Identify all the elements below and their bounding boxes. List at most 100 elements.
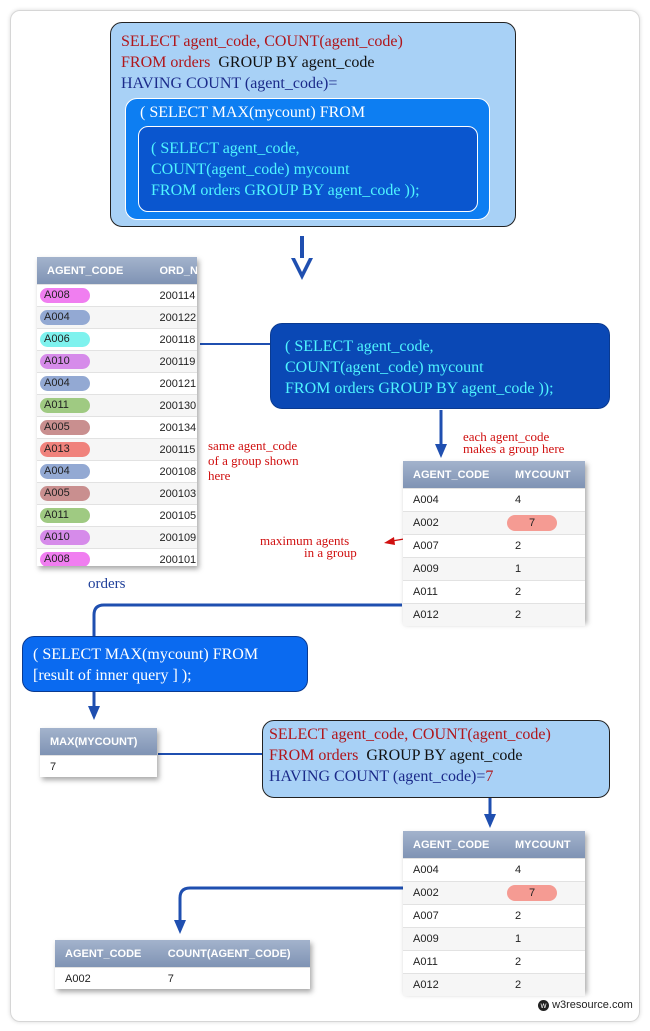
agent-code-pill: A013 xyxy=(40,442,90,457)
mycount-cell: 2 xyxy=(505,973,585,996)
max-table-wrap: MAX(MYCOUNT) 7 xyxy=(40,728,157,778)
agent-code-cell: A011 xyxy=(37,504,150,527)
having-clause: HAVING COUNT (agent_code)= xyxy=(121,75,338,92)
footer-brand: w w3resource.com xyxy=(538,999,633,1011)
table-row: A011 200130 xyxy=(37,394,197,417)
agent-code-cell: A002 xyxy=(403,511,505,535)
down-arrow-icon xyxy=(435,410,447,458)
ord-num-cell: 200118 xyxy=(149,328,197,351)
result-agent-code: A002 xyxy=(55,967,158,990)
inner-line-1: ( SELECT agent_code, xyxy=(151,140,300,157)
diagram-frame xyxy=(10,10,640,1022)
mycount-cell: 2 xyxy=(505,950,585,974)
inner-line-3: FROM orders GROUP BY agent_code )); xyxy=(151,182,420,199)
mycount-cell: 2 xyxy=(505,603,585,626)
agent-code-pill: A011 xyxy=(40,508,90,523)
col-agent-code: AGENT_CODE xyxy=(55,940,158,968)
mycount-cell: 2 xyxy=(505,580,585,604)
col-mycount: MYCOUNT xyxy=(505,461,585,489)
mycount-cell: 1 xyxy=(505,557,585,581)
result-table-wrap: AGENT_CODE COUNT(AGENT_CODE) A002 7 xyxy=(55,940,310,990)
note-max-1: maximum agents xyxy=(260,533,350,548)
ord-num-cell: 200108 xyxy=(149,460,197,483)
result-count: 7 xyxy=(157,967,310,990)
agent-code-pill: A005 xyxy=(40,486,90,501)
mycount-cell: 2 xyxy=(505,904,585,928)
agent-code-cell: A006 xyxy=(37,328,150,351)
agent-code-cell: A002 xyxy=(403,881,505,905)
max-query-line-2: [result of inner query ] ); xyxy=(33,667,192,684)
from-orders: FROM orders xyxy=(121,54,211,71)
down-arrow-icon xyxy=(88,692,100,720)
table-row: A004 200121 xyxy=(37,372,197,395)
agent-code-cell: A004 xyxy=(37,306,150,329)
max-query-box: ( SELECT MAX(mycount) FROM [result of in… xyxy=(22,636,308,692)
connector-line xyxy=(178,886,404,924)
group-by: GROUP BY agent_code xyxy=(366,747,523,764)
down-arrow-icon xyxy=(174,920,186,934)
ord-num-cell: 200115 xyxy=(149,438,197,461)
col-mycount: MYCOUNT xyxy=(505,831,585,859)
col-agent-code: AGENT_CODE xyxy=(403,831,505,859)
note-max-2: in a group xyxy=(304,545,357,560)
agent-code-pill: A004 xyxy=(40,464,90,479)
ord-num-cell: 200130 xyxy=(149,394,197,417)
agent-code-cell: A013 xyxy=(37,438,150,461)
agent-code-cell: A004 xyxy=(37,372,150,395)
agent-code-cell: A008 xyxy=(37,548,150,566)
agent-code-pill: A006 xyxy=(40,332,90,347)
agent-code-cell: A009 xyxy=(403,927,505,951)
ord-num-cell: 200134 xyxy=(149,416,197,439)
max-value-cell: 7 xyxy=(40,755,157,778)
note-same-1: same agent_code xyxy=(208,438,298,453)
note-same-3: here xyxy=(208,468,231,483)
col-max-mycount: MAX(MYCOUNT) xyxy=(40,728,157,756)
inner-query-line-3: FROM orders GROUP BY agent_code )); xyxy=(285,380,554,397)
inner-query-line-2: COUNT(agent_code) mycount xyxy=(285,359,484,376)
agent-code-cell: A004 xyxy=(403,488,505,512)
table-row: A005 200103 xyxy=(37,482,197,505)
note-group-1: each agent_code xyxy=(463,429,550,444)
col-agent-code: AGENT_CODE xyxy=(37,257,150,285)
ord-num-cell: 200119 xyxy=(149,350,197,373)
agent-code-pill: A008 xyxy=(40,288,90,303)
agent-code-cell: A005 xyxy=(37,416,150,439)
max-count-highlight: 7 xyxy=(507,885,557,901)
col-agent-code: AGENT_CODE xyxy=(403,461,505,489)
agent-code-pill: A008 xyxy=(40,552,90,566)
agent-code-pill: A011 xyxy=(40,398,90,413)
agent-code-cell: A007 xyxy=(403,904,505,928)
ord-num-cell: 200121 xyxy=(149,372,197,395)
ord-num-cell: 200103 xyxy=(149,482,197,505)
agent-code-pill: A004 xyxy=(40,376,90,391)
col-ord-num: ORD_NU xyxy=(149,257,197,285)
mycount-cell: 7 xyxy=(505,511,585,535)
main-query-line-1: SELECT agent_code, COUNT(agent_code) xyxy=(121,33,403,50)
orders-table: AGENT_CODE ORD_NU A008200114A004200122A0… xyxy=(37,257,197,566)
inner-subquery-box: ( SELECT agent_code, COUNT(agent_code) m… xyxy=(138,126,478,212)
inner-line-2: COUNT(agent_code) mycount xyxy=(151,161,350,178)
ord-num-cell: 200122 xyxy=(149,306,197,329)
down-arrow-icon xyxy=(484,798,496,828)
agent-code-cell: A012 xyxy=(403,603,505,626)
agent-code-cell: A011 xyxy=(403,950,505,974)
agent-code-pill: A010 xyxy=(40,530,90,545)
agent-code-cell: A011 xyxy=(403,580,505,604)
result-table: AGENT_CODE COUNT(AGENT_CODE) A002 7 xyxy=(55,940,310,990)
table-row: A006 200118 xyxy=(37,328,197,351)
subquery-max-line: ( SELECT MAX(mycount) FROM xyxy=(140,104,366,121)
